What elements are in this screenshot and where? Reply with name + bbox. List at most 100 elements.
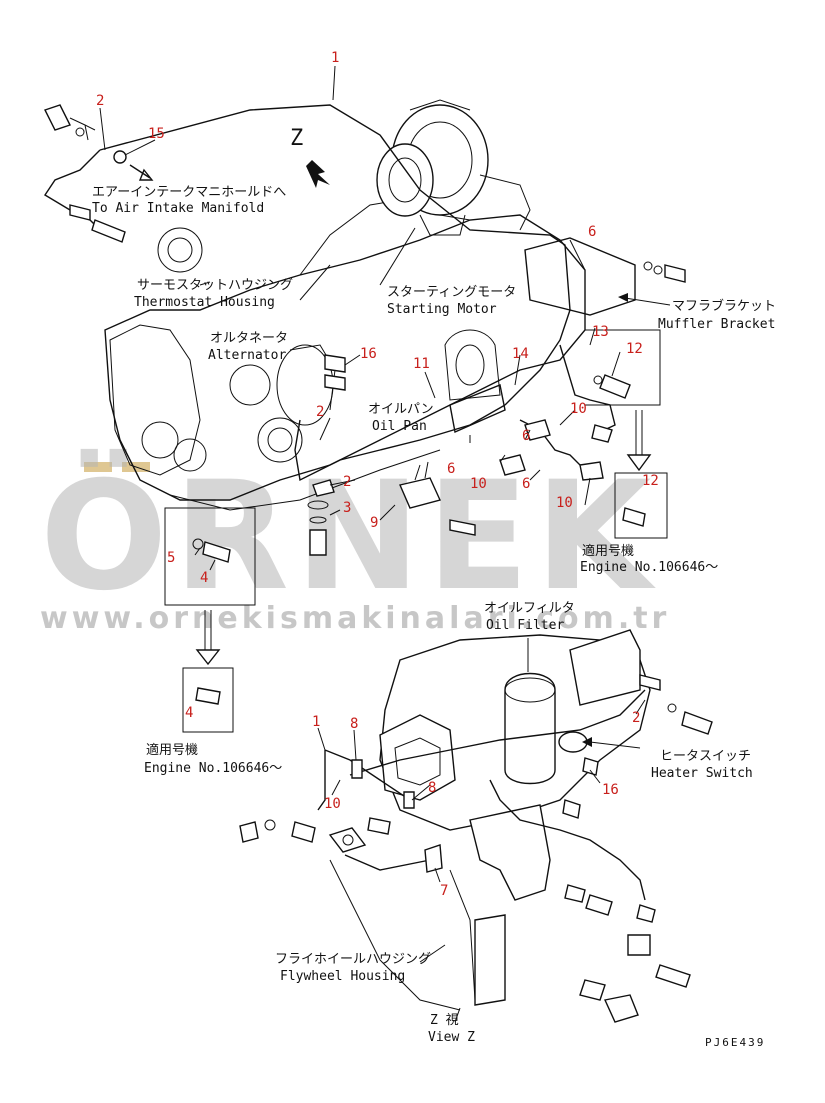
callout-12: 12 [626,341,643,357]
callout-6: 6 [522,428,530,444]
callout-2: 2 [96,93,104,109]
label-oilpan-en: Oil Pan [372,419,427,434]
connector-9 [399,461,476,536]
clamp-7 [424,844,443,873]
label-starting-jp: スターティングモータ [387,285,516,300]
callout-6: 6 [447,461,455,477]
text-labels: エアーインテークマニホールドへ To Air Intake Manifold サ… [92,185,776,1049]
flywheel-housing [329,804,551,1011]
detail-box-12 [614,472,668,539]
label-oilpan-jp: オイルパン [368,402,434,417]
label-muffler-jp: マフラブラケット [672,298,776,314]
bolt-12-top [593,374,631,399]
bracket-11 [449,384,506,433]
callout-8: 8 [428,780,436,796]
watermark-brand: ÖRNEK [40,448,657,624]
watermark: ÖRNEK www.ornekismakinalari.com.tr [40,448,670,636]
label-muffler-en: Muffler Bracket [658,317,775,332]
arrow-down-right [626,410,652,472]
upper-engine-assembly: Z [44,65,686,733]
detail-box-12-top [585,329,661,406]
callout-9: 9 [370,515,378,531]
leaders-upper [99,65,621,571]
pipe-right-viewz [489,779,646,901]
callout-12: 12 [642,473,659,489]
starting-motor [444,329,501,401]
label-engine-no-jp-1: 適用号機 [582,543,634,559]
callout-3: 3 [343,500,351,516]
callout-10: 10 [470,476,487,492]
bolts-lower-right [562,674,713,1023]
callout-15: 15 [148,126,165,142]
callout-10: 10 [556,495,573,511]
pipe-1-upper [44,104,571,406]
label-alternator-en: Alternator [208,348,286,363]
front-cover [109,227,303,476]
detail-box-lower [182,667,234,733]
callout-2: 2 [343,474,351,490]
arrow-down-left [195,610,221,666]
bolts-lower-left [239,817,391,853]
lower-engine-assembly [239,629,713,1023]
label-thermostat-jp: サーモスタットハウジング [137,278,293,293]
bolt-near-2 [312,479,335,497]
label-engine-no-jp-2: 適用号機 [146,742,198,758]
heater-switch [558,731,599,776]
turbocharger [376,99,531,236]
label-flywheel-en: Flywheel Housing [280,969,405,984]
callout-2: 2 [316,404,324,420]
callout-13: 13 [592,324,609,340]
callout-4: 4 [185,705,193,721]
muffler-bracket [524,237,636,316]
connector-manifold [69,204,126,243]
oil-pan [169,449,441,511]
callout-5: 5 [167,550,175,566]
detail-box-left [164,507,256,606]
pipe-10-right [559,344,616,433]
label-air-intake-en: To Air Intake Manifold [92,201,264,216]
z-mark: Z [290,126,303,151]
label-engine-no-en-2: Engine No.106646〜 [144,761,282,776]
connector-15 [113,150,154,181]
pipe-left-viewz [344,854,431,871]
callout-7: 7 [440,883,448,899]
bolt-muffler [643,261,686,283]
clip-8-b [403,791,415,809]
label-flywheel-jp: フライホイールハウジング [275,952,431,967]
upper-right-housing [569,629,641,706]
callout-10: 10 [570,401,587,417]
callout-6: 6 [522,476,530,492]
pipe-1-lower [294,404,506,482]
pipe-main-viewz [349,689,646,776]
callout-16: 16 [602,782,619,798]
muffler-leader [624,297,671,306]
callout-4: 4 [200,570,208,586]
clip-8-a [351,759,363,779]
heater-leader [589,741,641,749]
drawing-code: PJ6E439 [705,1036,765,1049]
exhaust-housing [379,714,456,801]
bolts-center [499,419,613,481]
label-starting-en: Starting Motor [387,302,497,317]
label-engine-no-en-1: Engine No.106646〜 [580,560,718,575]
washer-5 [192,538,204,550]
label-heater-en: Heater Switch [651,766,753,781]
label-heater-jp: ヒータスイッチ [660,749,751,764]
callout-11: 11 [413,356,430,372]
callout-numbers: 1 2 15 6 13 12 16 11 14 2 10 6 6 10 6 10… [96,50,659,899]
oil-filter [504,672,556,785]
callout-14: 14 [512,346,529,362]
callout-8: 8 [350,716,358,732]
callout-1: 1 [331,50,339,66]
watermark-url: www.ornekismakinalari.com.tr [40,601,670,636]
callout-2: 2 [632,710,640,726]
callout-16: 16 [360,346,377,362]
label-alternator-jp: オルタネータ [210,331,288,346]
label-oilfilter-en: Oil Filter [486,618,564,633]
label-viewz-en: View Z [428,1030,475,1045]
label-oilfilter-jp: オイルフィルタ [484,601,575,616]
label-thermostat-en: Thermostat Housing [134,295,275,310]
bolt-3-stack [307,500,329,556]
callout-1: 1 [312,714,320,730]
